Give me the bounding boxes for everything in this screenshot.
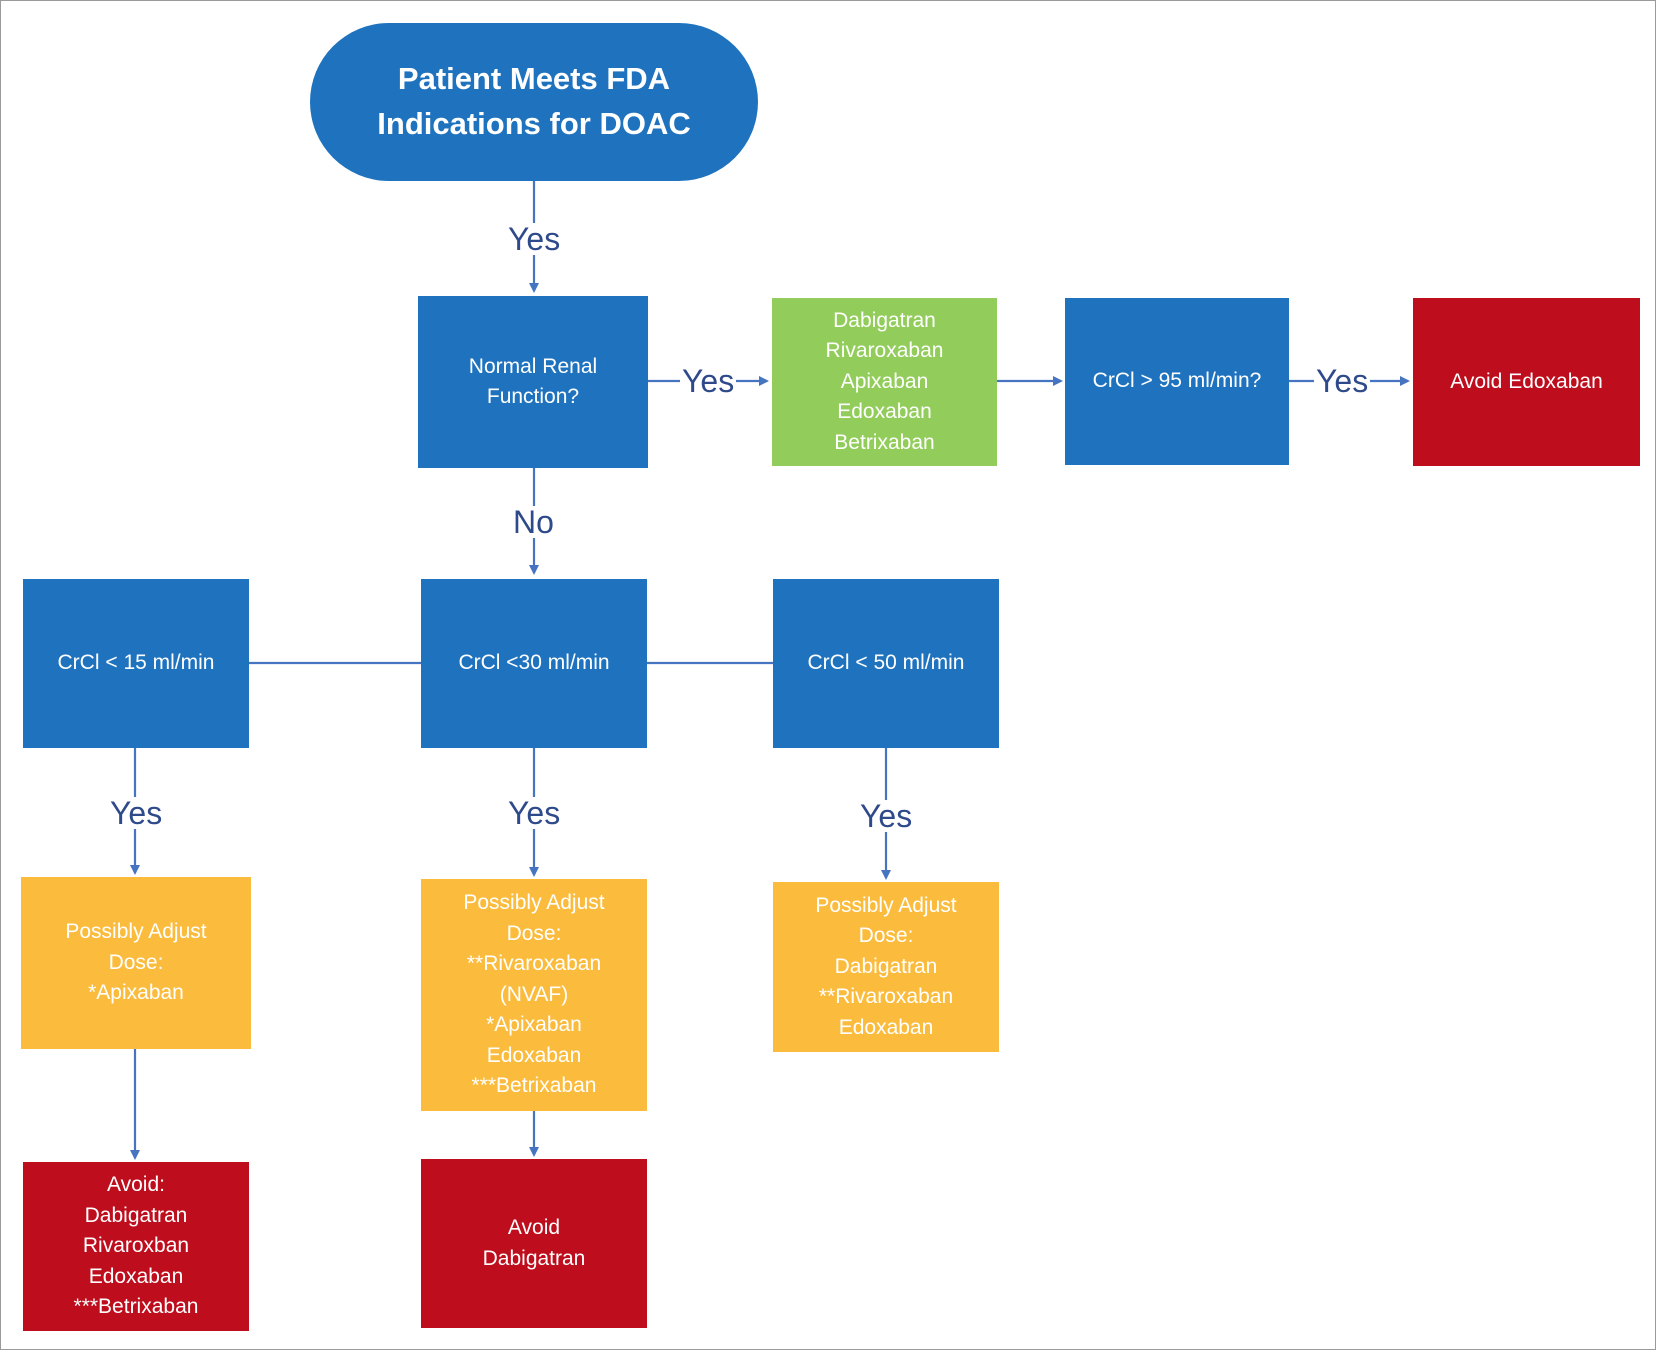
node-text-line: Dose:	[506, 921, 562, 945]
decision-crcl-95: CrCl > 95 ml/min?	[1065, 298, 1289, 465]
node-text-line: Patient Meets FDA	[397, 61, 671, 97]
edge-label-crcl95-yes: Yes	[1314, 363, 1371, 399]
node-text-line: Edoxaban	[88, 1264, 184, 1288]
decision-crcl-30: CrCl <30 ml/min	[421, 579, 647, 748]
node-text-line: Dose:	[108, 950, 164, 974]
node-text-line: **Rivaroxaban	[466, 952, 602, 976]
node-text-line: Edoxaban	[837, 400, 932, 424]
node-text-line: Dabigatran	[84, 1203, 188, 1227]
start-terminal: Patient Meets FDA Indications for DOAC	[310, 23, 758, 181]
edge-label-renal-no: No	[511, 504, 556, 540]
node-text-line: Possibly Adjust	[815, 893, 957, 917]
node-text-line: Dabigatran	[833, 308, 936, 332]
node-text-line: CrCl < 15 ml/min	[57, 651, 215, 675]
edge-label-crcl30-yes: Yes	[506, 795, 563, 831]
node-text-line: (NVAF)	[499, 982, 569, 1006]
decision-crcl-50: CrCl < 50 ml/min	[773, 579, 999, 748]
node-text-line: Betrixaban	[834, 430, 935, 454]
node-text-line: ***Betrixaban	[471, 1074, 597, 1098]
node-text-line: Possibly Adjust	[463, 891, 605, 915]
node-text-line: Indications for DOAC	[377, 106, 691, 141]
node-text-line: Function?	[486, 385, 580, 408]
node-text-line: Possibly Adjust	[65, 920, 207, 944]
node-text-line: Dabigatran	[834, 954, 938, 978]
node-text-line: *Apixaban	[486, 1013, 582, 1037]
node-text-line: *Apixaban	[88, 981, 184, 1005]
node-text-line: CrCl <30 ml/min	[458, 651, 610, 675]
node-text-line: Rivaroxaban	[825, 339, 944, 363]
node-text-line: Normal Renal	[468, 354, 598, 378]
node-text-line: **Rivaroxaban	[818, 985, 954, 1009]
node-text-line: Avoid	[507, 1216, 561, 1240]
edge-label-crcl15-yes: Yes	[108, 795, 165, 831]
node-text-line: Avoid:	[107, 1173, 165, 1197]
node-text-line: Dose:	[858, 924, 914, 948]
node-text-line: Avoid Edoxaban	[1450, 369, 1603, 393]
node-text-line: CrCl > 95 ml/min?	[1092, 369, 1262, 393]
node-text-line: Rivaroxban	[82, 1234, 190, 1258]
node-text-line: ***Betrixaban	[73, 1295, 199, 1319]
edge-label-renal-yes: Yes	[680, 363, 737, 399]
edge-label-start-yes: Yes	[506, 221, 563, 257]
node-text-line: CrCl < 50 ml/min	[807, 651, 965, 675]
node-text-line: Dabigatran	[482, 1246, 586, 1270]
edge-label-crcl50-yes: Yes	[858, 798, 915, 834]
node-text-line: Edoxaban	[838, 1015, 934, 1039]
decision-crcl-15: CrCl < 15 ml/min	[23, 579, 249, 748]
avoid-edoxaban-box: Avoid Edoxaban	[1413, 298, 1640, 466]
node-text-line: Apixaban	[840, 369, 929, 393]
node-text-line: Edoxaban	[486, 1043, 582, 1067]
